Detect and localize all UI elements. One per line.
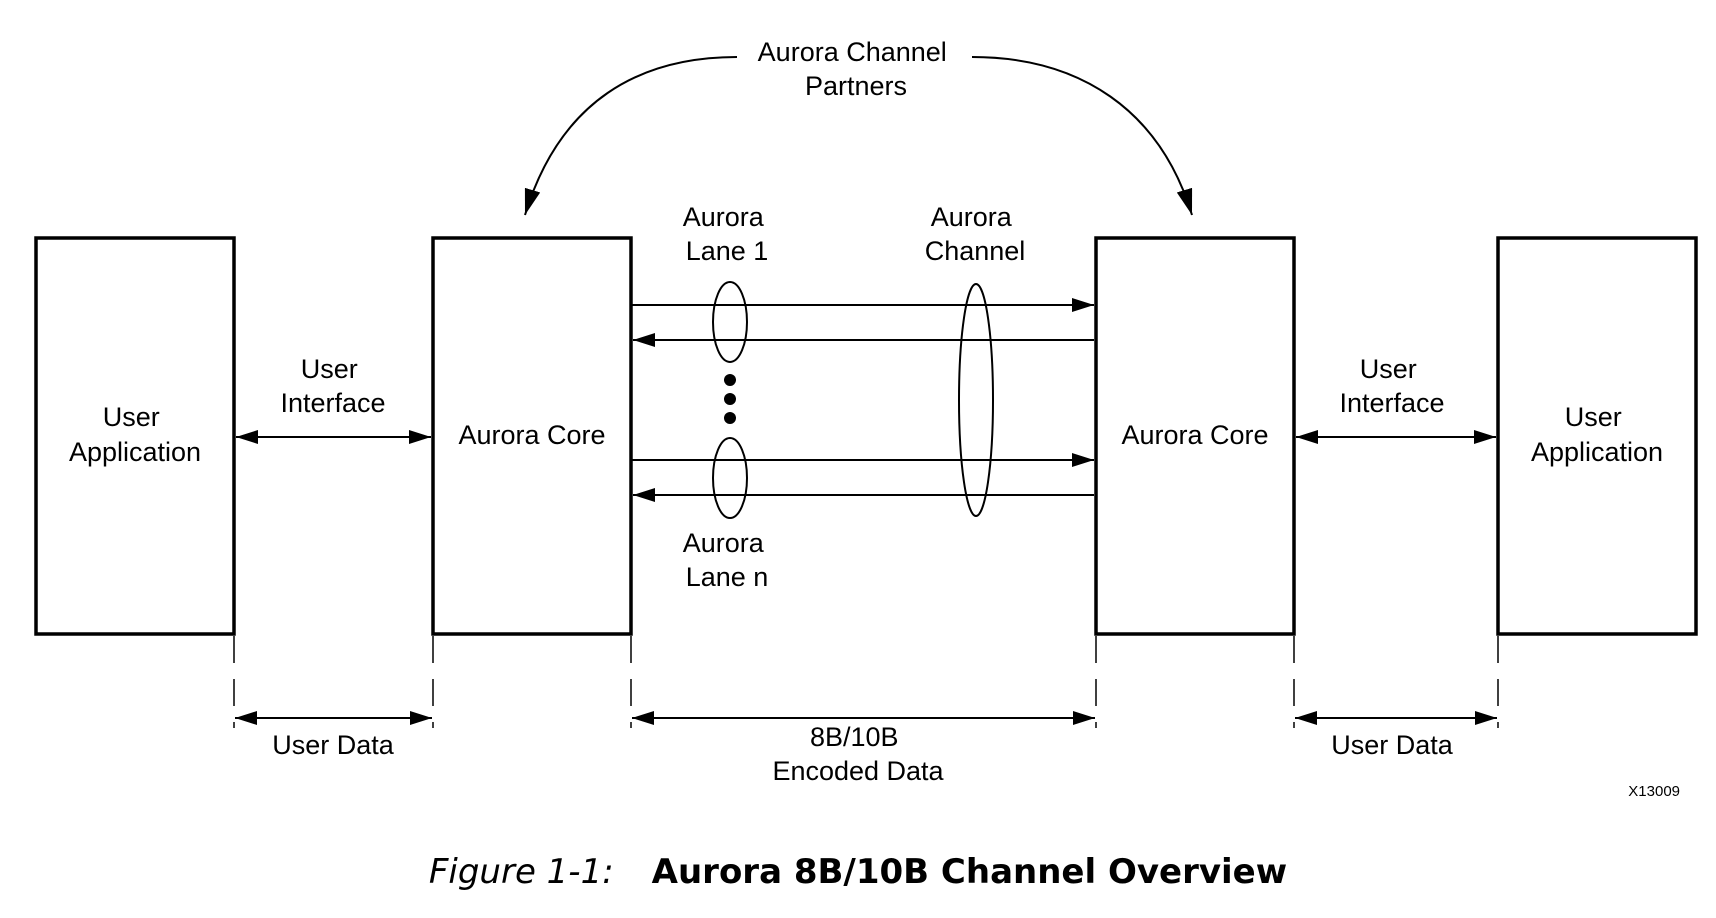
user-application-label-right: User Application: [1531, 402, 1663, 467]
figure-id: X13009: [1628, 783, 1680, 800]
channel-ellipse: [958, 283, 994, 517]
channel-label: Aurora Channel: [925, 202, 1026, 266]
aurora-core-block-right: [1094, 236, 1296, 636]
lane-ellipsis-dot: [724, 393, 736, 405]
partners-label: Aurora Channel Partners: [758, 37, 955, 101]
user-data-label-right: User Data: [1331, 730, 1454, 760]
lane-ellipsis-dot: [724, 374, 736, 386]
lane-1-label: Aurora Lane 1: [683, 202, 772, 266]
encoded-data-label: 8B/10B Encoded Data: [772, 722, 944, 786]
user-interface-label-right: User Interface: [1339, 354, 1444, 418]
figure-title: Aurora 8B/10B Channel Overview: [651, 852, 1288, 892]
user-interface-label-left: User Interface: [280, 354, 385, 418]
user-application-block-right: [1496, 236, 1698, 636]
user-application-label-left: User Application: [69, 402, 201, 467]
figure-number: Figure 1-1:: [428, 852, 614, 892]
user-application-block-left: [34, 236, 236, 636]
figure-caption: Figure 1-1: Aurora 8B/10B Channel Overvie…: [0, 852, 1716, 892]
lane-ellipsis-dot: [724, 412, 736, 424]
aurora-core-block-left: [431, 236, 633, 636]
partners-arrow-left: [524, 56, 738, 216]
user-data-label-left: User Data: [272, 730, 395, 760]
lane-1-ellipse: [712, 281, 748, 363]
lane-n-ellipse: [712, 437, 748, 519]
lane-n-label: Aurora Lane n: [683, 528, 772, 592]
partners-arrow-right: [971, 56, 1193, 216]
dimension-extension-lines: [233, 636, 1499, 728]
aurora-core-label-left: Aurora Core: [458, 420, 605, 450]
aurora-core-label-right: Aurora Core: [1121, 420, 1268, 450]
